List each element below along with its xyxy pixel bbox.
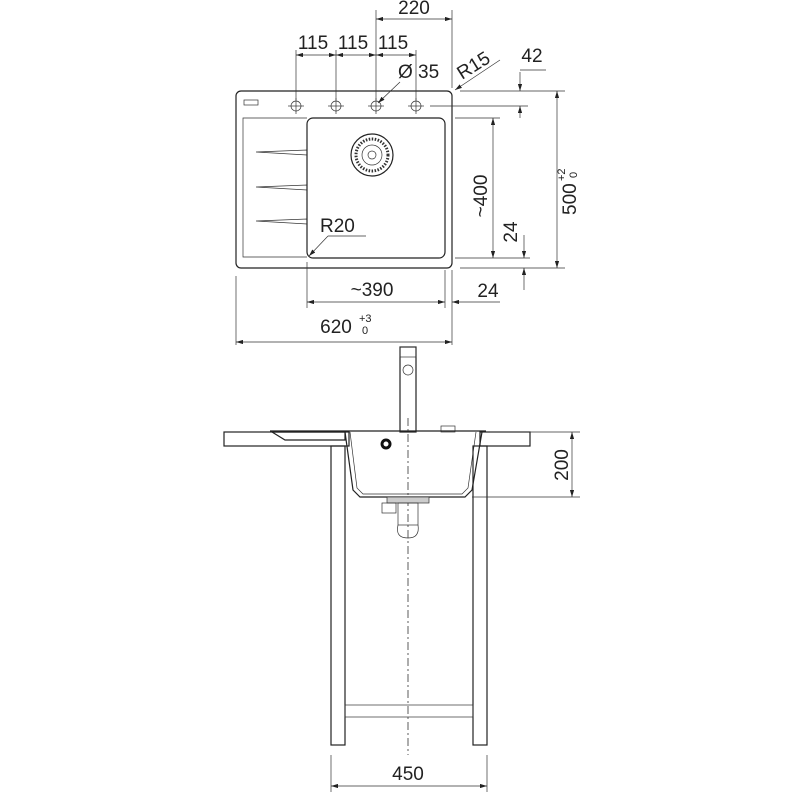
drain-strainer (350, 133, 394, 177)
cabinet (330, 445, 488, 746)
dim-500-value: 500 (560, 183, 581, 215)
dim-r20: R20 (320, 216, 355, 237)
dim-500: 500 +2 0 (556, 168, 581, 215)
bowl-outline (306, 117, 446, 259)
section-view: 200 450 (223, 346, 580, 792)
dim-400: ~400 (471, 175, 492, 218)
dim-200: 200 (552, 449, 573, 481)
dim-450: 450 (392, 764, 424, 785)
dim-115-a: 115 (298, 33, 328, 54)
overflow-hole (380, 438, 392, 450)
drainboard (242, 117, 307, 258)
bowl-profile (344, 431, 483, 498)
dim-620-tol-minus: 0 (362, 325, 368, 337)
drainboard-ribs (255, 149, 308, 225)
dim-390: ~390 (351, 280, 394, 301)
dimension-lines (235, 10, 565, 345)
countertop (223, 430, 531, 447)
dim-24-horizontal: 24 (477, 281, 499, 302)
dim-24-vertical: 24 (501, 221, 522, 243)
sink-outline (235, 90, 453, 269)
faucet (399, 346, 456, 433)
dim-500-tol-minus: 0 (568, 172, 580, 178)
dim-500-tol-plus: +2 (556, 168, 568, 181)
waste-fitting (381, 496, 430, 539)
brand-plate (243, 99, 259, 106)
plan-view: 220 115 115 115 Ø 35 R15 42 500 +2 0 ~40… (235, 0, 581, 345)
dim-diameter-35: Ø 35 (398, 62, 439, 83)
tap-holes (288, 98, 424, 114)
section-dimension-lines (330, 431, 580, 792)
dim-220: 220 (398, 0, 430, 19)
dim-r15: R15 (454, 48, 495, 84)
dim-115-c: 115 (378, 33, 408, 54)
dim-42: 42 (521, 46, 542, 67)
dim-620-tol-plus: +3 (359, 313, 372, 325)
dim-620: 620 (320, 317, 352, 338)
dim-115-b: 115 (338, 33, 368, 54)
